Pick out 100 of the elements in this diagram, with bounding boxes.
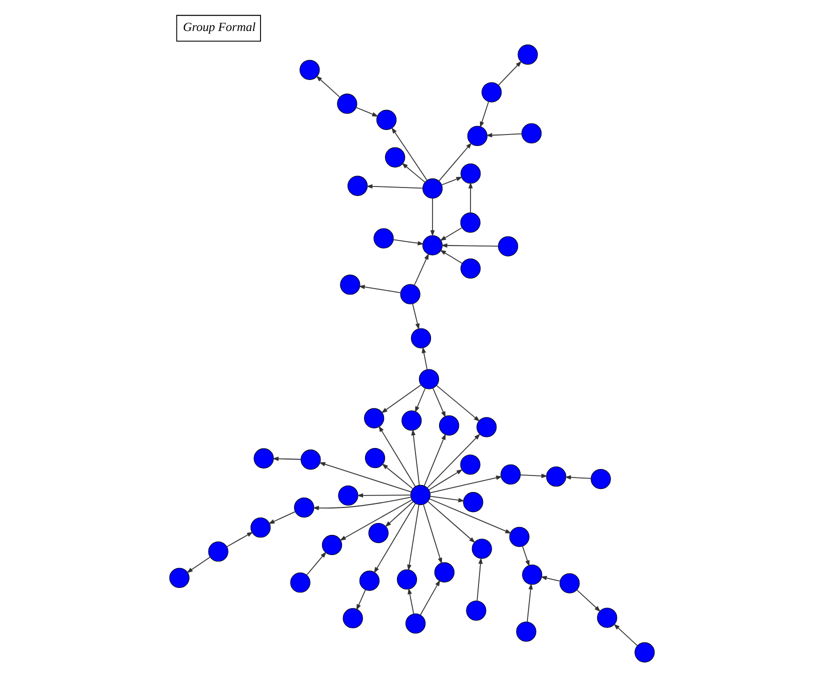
- arrow: [520, 474, 548, 478]
- node-circle: [376, 110, 396, 130]
- node-circle: [384, 147, 405, 168]
- arrow: [479, 102, 488, 128]
- arrow: [576, 590, 600, 612]
- node-circle: [401, 410, 422, 431]
- arrow: [339, 500, 412, 541]
- node-circle: [520, 123, 542, 144]
- arrow: [381, 464, 412, 489]
- node-circle: [253, 448, 274, 468]
- arrow: [476, 558, 482, 602]
- arrow: [358, 284, 400, 294]
- arrow: [306, 552, 326, 576]
- arrow: [406, 504, 419, 571]
- arrow: [356, 493, 410, 498]
- node-circle: [500, 464, 520, 485]
- node-circle: [368, 522, 388, 544]
- arrow: [312, 496, 411, 510]
- arrow: [432, 388, 446, 418]
- node-circle: [462, 492, 483, 512]
- node-circle: [347, 176, 368, 196]
- arrow: [429, 476, 502, 494]
- node-circle: [481, 82, 502, 102]
- arrow: [355, 107, 378, 117]
- arrow: [390, 127, 427, 181]
- arrow: [526, 583, 532, 622]
- arrow: [427, 501, 475, 544]
- arrow: [439, 227, 462, 241]
- arrow: [268, 511, 295, 524]
- arrow: [430, 198, 434, 236]
- arrow: [272, 456, 301, 461]
- node-circle: [559, 573, 580, 594]
- arrow: [564, 475, 591, 480]
- arrow: [373, 503, 416, 574]
- node-circle: [364, 448, 385, 468]
- arrow: [485, 133, 522, 138]
- node-circle: [517, 44, 538, 65]
- node-circle: [299, 60, 320, 80]
- node-circle: [590, 468, 610, 490]
- arrow: [366, 184, 422, 189]
- diagram-title: Group Formal: [182, 20, 256, 34]
- arrow: [410, 429, 420, 486]
- node-circle: [373, 228, 394, 248]
- node-circle: [422, 235, 442, 256]
- arrow: [380, 384, 421, 414]
- node-circle: [634, 642, 654, 662]
- arrow: [421, 346, 428, 370]
- node-circle: [438, 415, 459, 436]
- arrow: [438, 142, 472, 182]
- arrow: [414, 388, 426, 413]
- arrow: [356, 589, 366, 610]
- node-circle: [404, 613, 426, 634]
- arrow: [407, 588, 414, 614]
- arrow: [436, 385, 480, 422]
- arrow: [426, 434, 480, 488]
- node-circle: [516, 622, 536, 642]
- arrow: [413, 253, 428, 286]
- arrow: [440, 243, 498, 248]
- arrow: [412, 304, 420, 330]
- node-circle: [508, 526, 529, 547]
- arrow: [186, 556, 210, 574]
- arrow: [522, 546, 529, 567]
- arrow: [420, 580, 440, 616]
- arrow: [318, 462, 412, 492]
- arrow: [378, 426, 416, 487]
- node-circle: [471, 538, 492, 559]
- node-circle: [250, 518, 270, 538]
- arrow: [428, 498, 511, 534]
- node-circle: [168, 568, 189, 588]
- arrow: [401, 162, 425, 183]
- arrow: [498, 60, 522, 86]
- node-circle: [364, 408, 384, 428]
- node-circle: [460, 454, 480, 475]
- node-circle: [476, 417, 496, 438]
- node-circle: [460, 212, 480, 233]
- arrow: [428, 469, 462, 490]
- node-circle: [498, 236, 518, 256]
- node-circle: [466, 600, 486, 621]
- node-circle: [410, 328, 431, 348]
- node-circle: [466, 126, 487, 146]
- arrow: [439, 250, 462, 264]
- node-circle: [340, 274, 360, 295]
- node-circle: [422, 178, 442, 199]
- arrow: [540, 576, 560, 582]
- node-circle: [434, 562, 454, 582]
- node-circle: [396, 569, 417, 590]
- arrow: [429, 496, 464, 502]
- node-circle: [460, 164, 480, 184]
- arrow: [315, 76, 340, 98]
- node-circle: [358, 570, 380, 591]
- node-circle: [400, 284, 420, 304]
- node-circle: [522, 564, 542, 585]
- arrow: [384, 501, 414, 528]
- node-circle: [410, 484, 430, 506]
- node-circle: [321, 534, 342, 556]
- node-circle: [546, 466, 566, 487]
- node-circle: [208, 542, 228, 562]
- arrow: [423, 434, 446, 486]
- node-circle: [294, 497, 314, 518]
- arrow: [226, 532, 253, 548]
